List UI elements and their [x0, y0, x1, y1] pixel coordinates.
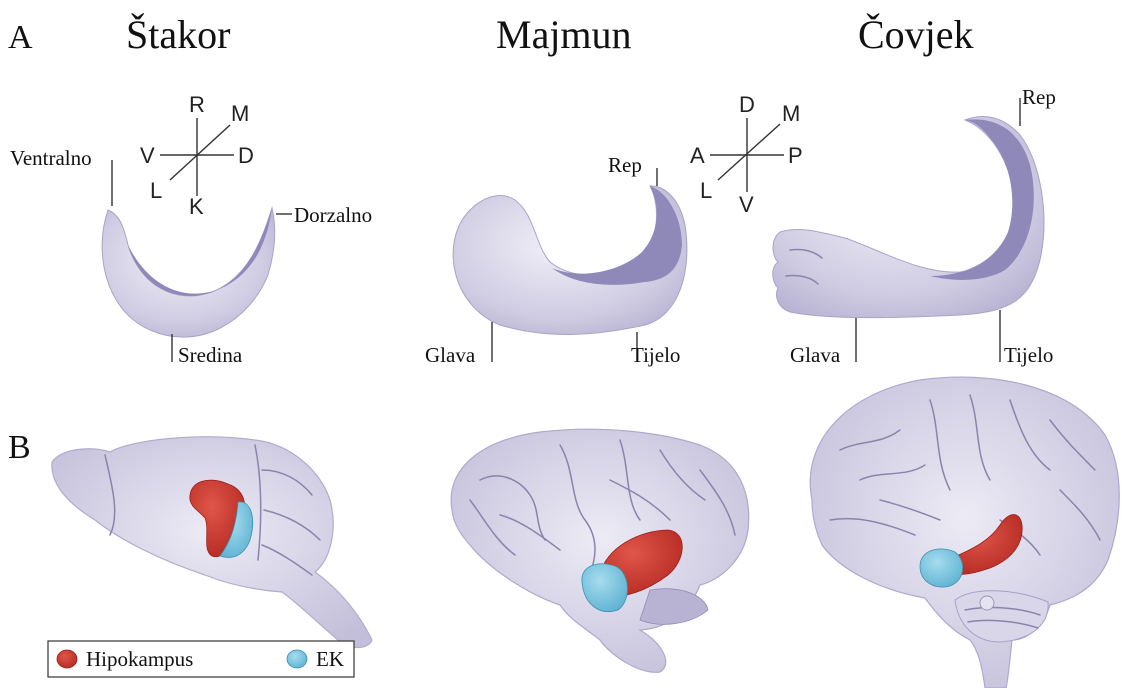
species-title-monkey: Majmun	[496, 12, 632, 57]
human-brain	[810, 377, 1119, 688]
species-title-human: Čovjek	[858, 12, 974, 57]
rat-axis-left: V	[140, 143, 155, 168]
primate-axis-up: D	[739, 92, 755, 117]
rat-label-dorsal: Dorzalno	[294, 203, 372, 227]
human-label-tail: Rep	[1022, 85, 1056, 109]
rat-label-middle: Sredina	[178, 343, 243, 367]
rat-orientation-axes: R K V D M L	[140, 92, 254, 219]
rat-axis-right: D	[238, 143, 254, 168]
primate-axis-down: V	[739, 192, 754, 217]
primate-axis-upright: M	[782, 101, 800, 126]
panel-b-label: B	[8, 429, 31, 466]
monkey-brain	[451, 429, 749, 672]
legend-hippocampus-swatch	[57, 650, 77, 668]
legend-hippocampus-label: Hipokampus	[86, 647, 193, 671]
species-title-rat: Štakor	[126, 12, 230, 57]
human-label-head: Glava	[790, 343, 841, 367]
rat-label-ventral: Ventralno	[10, 146, 92, 170]
human-label-body: Tijelo	[1004, 343, 1053, 367]
monkey-label-body: Tijelo	[631, 343, 680, 367]
legend-ek-swatch	[287, 650, 307, 668]
monkey-hippocampus	[453, 186, 687, 335]
rat-axis-upright: M	[231, 101, 249, 126]
primate-axis-lowleft: L	[700, 178, 712, 203]
legend-ek-label: EK	[316, 647, 344, 671]
rat-axis-up: R	[189, 92, 205, 117]
primate-orientation-axes: D V A P M L	[690, 92, 803, 217]
primate-axis-left: A	[690, 143, 705, 168]
primate-axis-right: P	[788, 143, 803, 168]
monkey-label-head: Glava	[425, 343, 476, 367]
rat-axis-lowleft: L	[150, 178, 162, 203]
rat-hippocampus	[102, 208, 274, 337]
legend: Hipokampus EK	[48, 641, 354, 677]
human-hippocampus	[773, 116, 1044, 317]
rat-brain	[52, 437, 372, 648]
panel-a-label: A	[8, 19, 33, 56]
rat-axis-down: K	[189, 194, 204, 219]
monkey-label-tail: Rep	[608, 153, 642, 177]
